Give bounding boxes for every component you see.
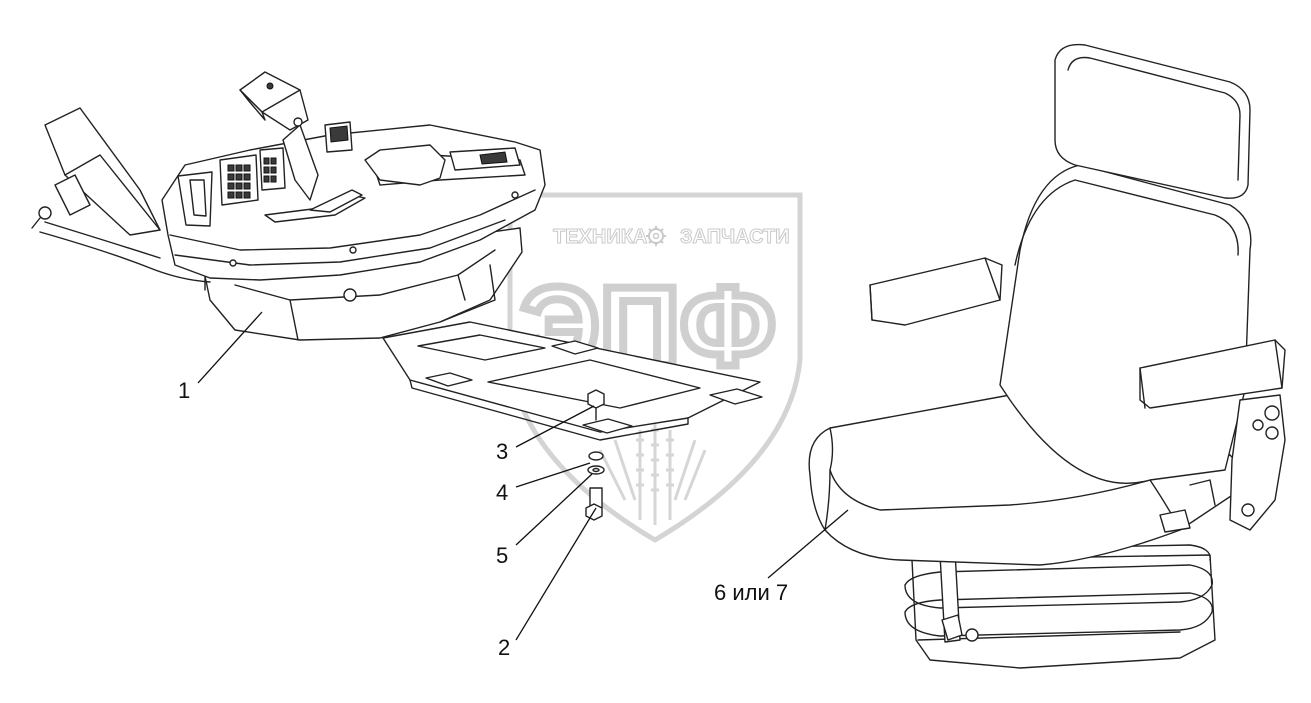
watermark-text-right: ЗАПЧАСТИ bbox=[680, 226, 790, 248]
gear-icon bbox=[646, 226, 666, 246]
callout-4: 4 bbox=[496, 480, 509, 505]
leader-lines bbox=[197, 311, 849, 641]
seat-suspension bbox=[911, 554, 1216, 669]
nut bbox=[587, 389, 605, 409]
switch-bank-left bbox=[227, 164, 251, 199]
watermark-text-left: ТЕХНИКА bbox=[553, 226, 647, 248]
callout-6-or-7: 6 или 7 bbox=[714, 580, 789, 605]
leader-5 bbox=[515, 473, 593, 546]
leader-2 bbox=[515, 507, 597, 641]
monitor-arm bbox=[39, 231, 211, 283]
seat-backrest bbox=[999, 164, 1252, 484]
watermark-shield bbox=[507, 192, 803, 543]
callout-3: 3 bbox=[496, 439, 509, 464]
monitor-screen bbox=[44, 107, 161, 236]
console-armpad bbox=[364, 144, 446, 186]
callout-2: 2 bbox=[498, 635, 511, 660]
leader-4 bbox=[515, 462, 591, 488]
callout-5: 5 bbox=[496, 543, 509, 568]
leader-6 bbox=[767, 509, 849, 579]
watermark-wheat bbox=[598, 420, 707, 525]
seat-headrest bbox=[1054, 43, 1251, 199]
seat-assembly bbox=[808, 43, 1286, 669]
callout-1: 1 bbox=[178, 378, 191, 403]
leader-3 bbox=[515, 405, 595, 448]
console-assembly bbox=[31, 71, 763, 441]
leader-1 bbox=[197, 311, 263, 384]
armrest-left bbox=[869, 257, 1003, 326]
lock-washer bbox=[588, 451, 604, 461]
switch-bank-right bbox=[263, 157, 277, 183]
joystick-shaft bbox=[282, 124, 319, 201]
